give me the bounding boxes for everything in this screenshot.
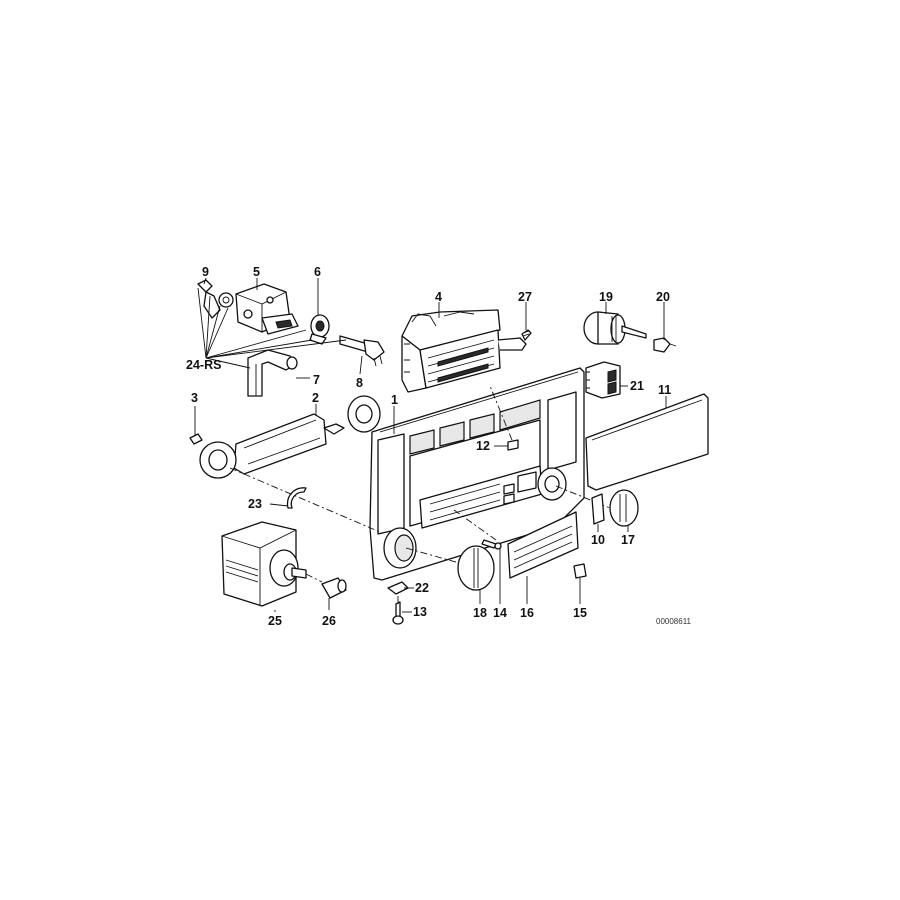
repair-set-leaders [197, 287, 347, 369]
callout-25: 25 [268, 614, 282, 628]
part-15-button-cap [573, 563, 587, 604]
callout-3: 3 [191, 391, 198, 405]
part-25-blower-switch [221, 521, 307, 612]
part-23-circlip [269, 487, 307, 509]
callout-27: 27 [518, 290, 532, 304]
callout-14: 14 [493, 606, 507, 620]
callout-15: 15 [573, 606, 587, 620]
part-13-screw [392, 596, 412, 625]
part-11-blanking-panel [585, 393, 709, 491]
reference-number: 00008611 [656, 617, 692, 626]
part-22-clip-nut [387, 581, 414, 595]
part-16-slide-cover [507, 511, 579, 604]
callout-9: 9 [202, 265, 209, 279]
part-9-screws [197, 279, 234, 319]
part-19-rotary-switch [583, 311, 647, 345]
part-12-screw [489, 385, 519, 451]
callout-17: 17 [621, 533, 635, 547]
part-7-lever [247, 349, 298, 397]
callout-5: 5 [253, 265, 260, 279]
callout-20: 20 [656, 290, 670, 304]
part-14-screw [481, 539, 502, 604]
part-4-heater-control-unit [401, 309, 527, 393]
label-leaders [203, 277, 665, 387]
callout-26: 26 [322, 614, 336, 628]
callout-22: 22 [415, 581, 429, 595]
part-10-small-cover [591, 493, 605, 532]
callout-4: 4 [435, 290, 442, 304]
part-8-shaft [339, 335, 385, 367]
callout-1: 1 [391, 393, 398, 407]
callout-24-rs: 24-RS [186, 358, 221, 372]
part-17-knob-right [609, 489, 639, 532]
callout-18: 18 [473, 606, 487, 620]
part-27-spring [521, 329, 532, 341]
part-5-switch-housing [235, 283, 299, 335]
callout-16: 16 [520, 606, 534, 620]
part-3-clip [189, 406, 203, 445]
callout-2: 2 [312, 391, 319, 405]
part-6-rotary-ring [309, 314, 330, 345]
callout-13: 13 [413, 605, 427, 619]
part-26-sleeve [305, 573, 347, 610]
callout-11: 11 [658, 383, 671, 397]
callout-23: 23 [248, 497, 262, 511]
callout-10: 10 [591, 533, 605, 547]
callout-7: 7 [313, 373, 320, 387]
callout-21: 21 [630, 379, 644, 393]
part-18-knob-left [457, 545, 495, 604]
callout-12: 12 [476, 439, 490, 453]
callout-6: 6 [314, 265, 321, 279]
part-20-bulb [653, 337, 677, 353]
callout-19: 19 [599, 290, 613, 304]
callout-labels: 9 5 6 4 27 19 20 24-RS 7 8 21 11 3 2 1 1… [186, 265, 692, 628]
part-2-bracket [199, 395, 381, 479]
part-21-pushbutton-switch [585, 361, 621, 399]
callout-8: 8 [356, 376, 363, 390]
